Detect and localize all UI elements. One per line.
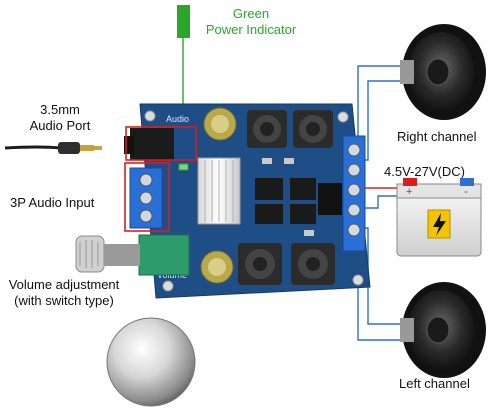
audio-jack — [124, 128, 174, 160]
power-indicator-label: Green Power Indicator — [196, 6, 306, 39]
amplifier-chip — [290, 204, 316, 224]
volume-pot-base — [138, 234, 190, 276]
capacitor — [200, 250, 234, 284]
volume-label-line1: Volume adjustment — [8, 277, 120, 292]
audio-input-label: 3P Audio Input — [10, 195, 95, 210]
volume-knob — [75, 235, 140, 273]
smd-component — [284, 158, 294, 164]
volume-label-line2: (with switch type) — [14, 293, 114, 309]
capacitor — [203, 107, 237, 141]
heatsink — [197, 157, 241, 225]
amplifier-board: Audio Volume — [124, 103, 371, 299]
audio-port-highlight — [125, 126, 197, 161]
board-silk-audio: Audio — [166, 114, 189, 124]
smd-component — [304, 230, 314, 236]
output-terminal — [342, 135, 366, 252]
battery-plus: + — [406, 186, 412, 198]
onboard-led — [178, 163, 189, 171]
audio-cable — [4, 142, 102, 154]
audio-input-terminal — [129, 167, 163, 229]
power-indicator-label-line1: Green — [232, 6, 270, 21]
power-indicator-label-line2: Power Indicator — [205, 22, 297, 38]
right-speaker — [400, 24, 486, 120]
audio-port-label-line2: Audio Port — [29, 118, 91, 134]
battery-minus: - — [464, 184, 468, 198]
inductor — [293, 110, 333, 148]
right-channel-label: Right channel — [397, 129, 477, 144]
power-indicator-led — [177, 5, 190, 38]
inductor — [291, 243, 335, 285]
amplifier-chip — [290, 178, 316, 200]
smd-component — [262, 158, 272, 164]
inductor — [247, 110, 287, 148]
audio-port-label-line1: 3.5mm — [40, 102, 80, 117]
left-speaker — [400, 282, 486, 378]
silver-knob — [106, 317, 196, 407]
volume-label: Volume adjustment (with switch type) — [0, 277, 128, 310]
inductor — [238, 243, 282, 285]
amplifier-chip — [255, 178, 283, 200]
audio-port-label: 3.5mm Audio Port — [18, 102, 102, 135]
regulator-chip — [318, 183, 342, 215]
voltage-label: 4.5V-27V(DC) — [384, 164, 465, 179]
battery: + - — [396, 178, 482, 257]
left-channel-label: Left channel — [399, 376, 470, 391]
amplifier-chip — [255, 204, 283, 224]
audio-input-highlight — [124, 162, 170, 232]
